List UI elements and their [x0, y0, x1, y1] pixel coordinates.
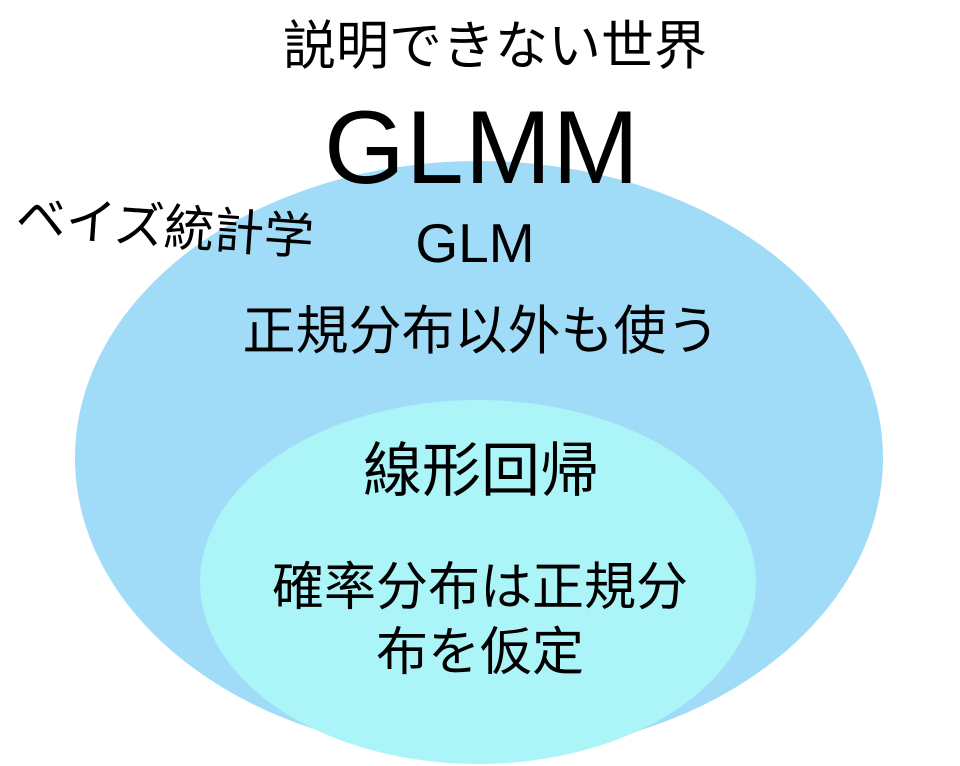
- glm-description-label: 正規分布以外も使う: [242, 302, 720, 361]
- glm-label: GLM: [415, 212, 535, 274]
- linear-regression-ellipse: [200, 400, 756, 764]
- linear-regression-label: 線形回帰: [362, 438, 600, 504]
- linear-regression-description-label: 確率分布は正規分 布を仮定: [272, 556, 688, 686]
- glmm-label: GLMM: [324, 90, 640, 206]
- linear-regression-description-line-2: 布を仮定: [375, 624, 585, 682]
- bayes-statistics-label: ベイズ統計学: [14, 189, 316, 266]
- linear-regression-description-line-1: 確率分布は正規分: [271, 559, 689, 617]
- outside-world-label: 説明できない世界: [283, 17, 707, 76]
